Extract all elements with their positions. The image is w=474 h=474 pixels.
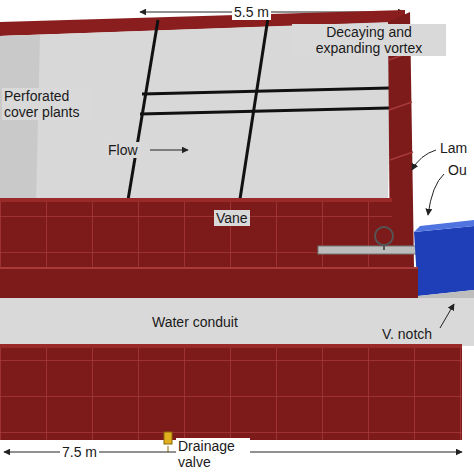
dimension-label: 5.5 m bbox=[232, 4, 271, 20]
dimension-label: 7.5 m bbox=[60, 444, 99, 460]
vortex-label: Decaying and expanding vortex bbox=[292, 24, 446, 56]
notch-label: V. notch bbox=[380, 326, 434, 342]
conduit-label: Water conduit bbox=[150, 314, 240, 330]
plates-label: Perforated cover plants bbox=[2, 88, 94, 120]
valve-label: Drainage valve bbox=[176, 438, 250, 470]
vane-label: Vane bbox=[214, 210, 250, 226]
outlet-label: Ou bbox=[446, 162, 469, 178]
flow-label: Flow bbox=[106, 142, 140, 158]
lamp-label: Lam bbox=[438, 140, 469, 156]
